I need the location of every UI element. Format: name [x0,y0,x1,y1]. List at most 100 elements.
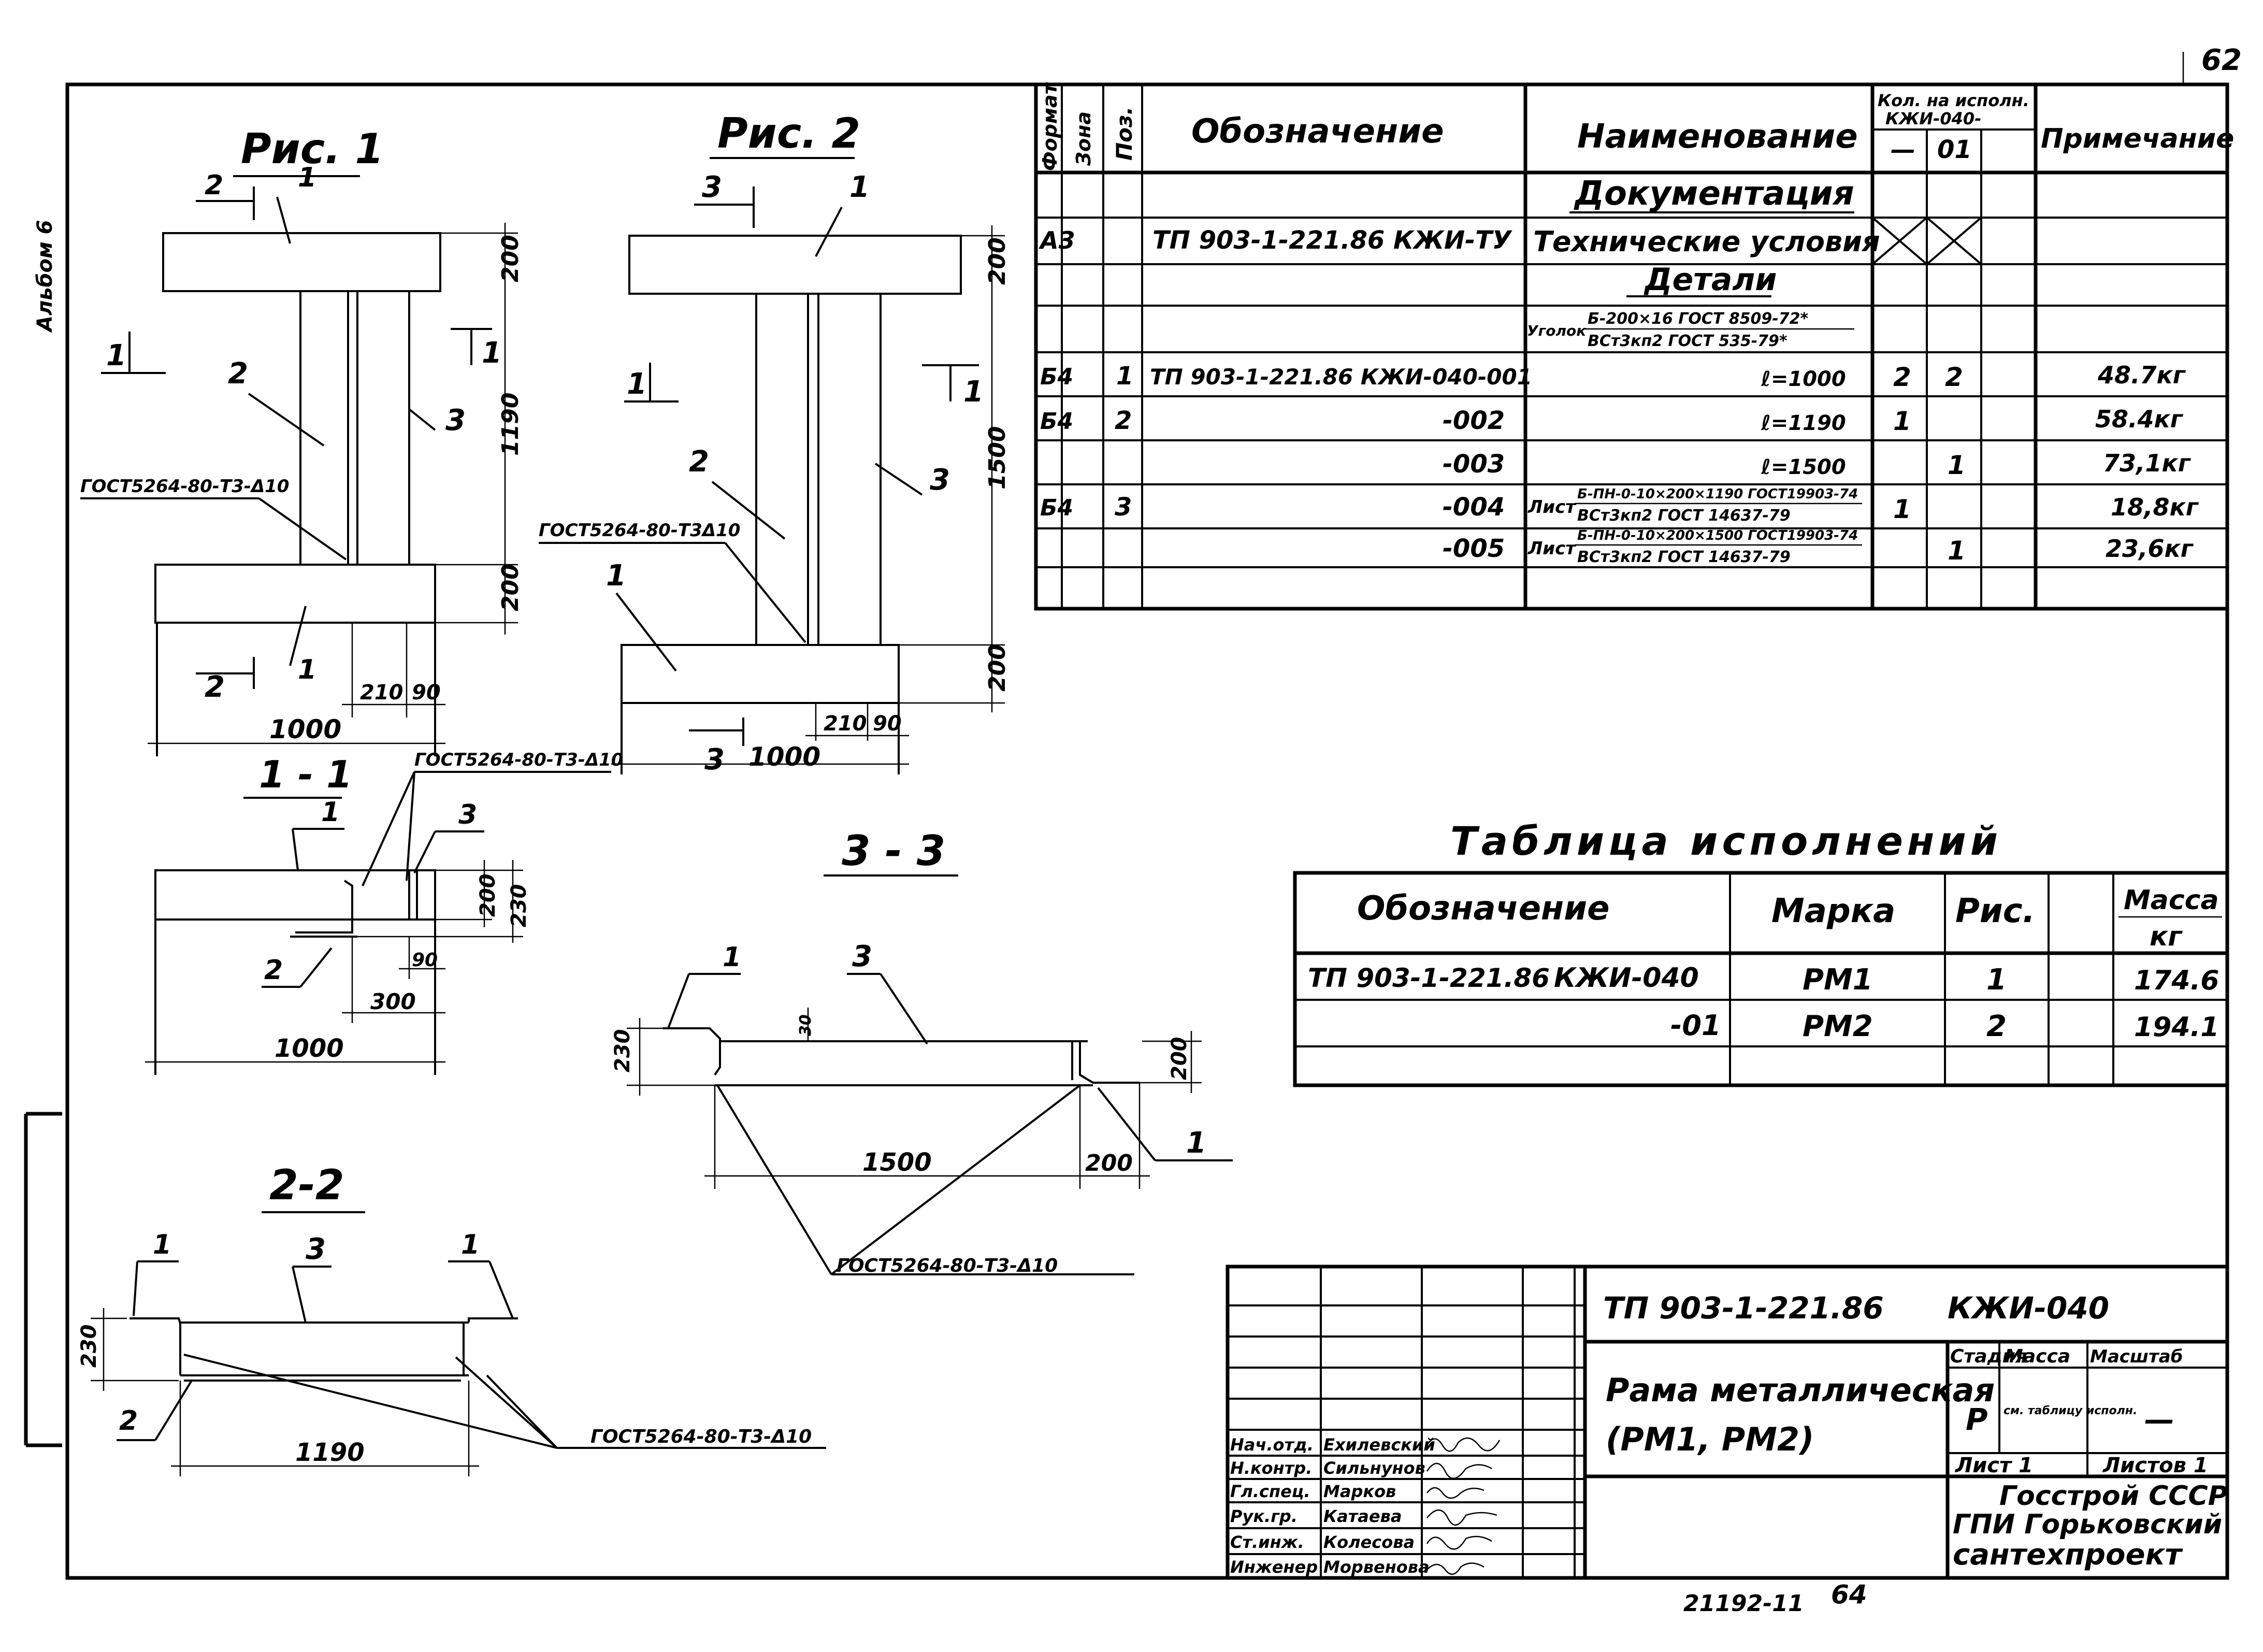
signature-2 [1426,1462,1492,1479]
exec-header-mass-top: Масса [2124,885,2219,916]
spec-r1-format: А3 [1039,226,1075,254]
spec-r7-prefix: Лист [1527,538,1577,559]
exec-header-fig: Рис. [1955,892,2035,930]
figure-1: Рис. 1 1000 210 90 200 1190 200 2 1 2 1 [80,125,524,756]
spec-r5-name: ℓ=1500 [1761,455,1846,479]
fig2-pos1-bottom: 1 [606,559,626,593]
sheet-number-top: 62 [2201,44,2242,77]
fig2-section-3-top: 3 [702,170,722,204]
spec-section-documentation: Документация [1574,175,1854,213]
tb-staff-role-6: Инженер [1230,1557,1318,1577]
tb-staff-role-4: Рук.гр. [1230,1506,1298,1526]
tb-staff-name-2: Сильнунов [1323,1458,1425,1478]
exec-row2-mass: 194.1 [2134,1012,2219,1043]
spec-r3-q2: 2 [1945,362,1963,392]
spec-header-qty-sub: КЖИ-040- [1885,109,1981,128]
spec-r7-designation: -005 [1443,534,1505,563]
tb-stage: Р [1966,1402,1988,1437]
spec-r4-name: ℓ=1190 [1761,411,1846,435]
signature-3 [1426,1487,1484,1499]
exec-row1-designation: ТП 903-1-221.86 [1308,963,1550,993]
exec-row2-code: -01 [1670,1009,1721,1042]
exec-header-mass-bottom: кг [2150,921,2183,952]
fig1-dim-width: 1000 [269,714,341,744]
signature-5 [1426,1535,1492,1550]
fig1-section-1-left: 1 [106,339,126,372]
tb-sheets: Листов 1 [2102,1454,2208,1477]
tb-code: ТП 903-1-221.86 [1603,1290,1884,1326]
spec-r4-pos: 2 [1115,406,1132,435]
sec11-dim-width: 1000 [275,1034,344,1063]
spec-r6-pos: 3 [1115,493,1132,522]
spec-r6-note: 18,8кг [2111,493,2199,521]
sec11-pos1: 1 [321,797,340,828]
fig1-pos1-top: 1 [298,162,316,193]
figure-2: Рис. 2 1000 210 90 200 1500 200 3 1 3 1 [539,109,1011,777]
fig1-section-2-bottom: 2 [205,670,225,704]
sec22-pos3: 3 [306,1232,326,1266]
spec-r4-note: 58.4кг [2095,405,2184,433]
fig1-pos3: 3 [445,404,466,437]
section-1-1: 1 - 1 1 3 2 ГОСТ5264-80-Т3-Δ10 200 230 9… [145,750,623,1075]
spec-header-designation: Обозначение [1191,112,1444,151]
left-margin-text: Альбом 6 [33,220,57,333]
sec11-dim-90: 90 [412,950,438,971]
spec-header-pos: Поз. [1112,107,1137,161]
tb-staff-name-6: Морвенова [1323,1557,1430,1577]
spec-r3-pos: 1 [1116,362,1133,391]
sec22-dim-len: 1190 [295,1438,365,1467]
sec11-dim-h2: 230 [507,884,531,928]
sec22-dim-230: 230 [77,1325,101,1368]
section-1-1-title: 1 - 1 [259,753,352,796]
section-3-3-title: 3 - 3 [842,827,945,875]
spec-r4-format: Б4 [1040,408,1073,435]
tb-stage-label: Стадия [1950,1346,2027,1367]
section-3-3: 3 - 3 1 3 1 230 30 200 1500 200 ГО [611,827,1233,1276]
tb-mass-label: Масса [2005,1346,2070,1367]
sec33-weld: ГОСТ5264-80-Т3-Δ10 [837,1255,1058,1276]
tb-staff-name-1: Ехилевский [1323,1435,1435,1455]
fig2-dim-bottom: 200 [984,644,1011,692]
tb-staff-role-1: Нач.отд. [1230,1435,1314,1455]
spec-header-format: Формат [1039,82,1061,171]
bottom-code: 21192-11 [1683,1590,1804,1617]
exec-row1-code: КЖИ-040 [1554,963,1699,994]
tb-staff-name-5: Колесова [1323,1532,1415,1552]
sec33-dim-len: 1500 [862,1148,932,1177]
fig2-dim-a: 210 [824,712,867,736]
spec-r2-prefix: Уголок [1527,322,1587,339]
tb-name-line2: (РМ1, РМ2) [1606,1420,1814,1458]
sec11-dim-h1: 200 [476,874,500,917]
fig1-dim-top: 200 [497,235,524,282]
sec22-pos1-left: 1 [153,1229,171,1260]
bottom-page: 64 [1831,1579,1867,1610]
spec-header-qty-title: Кол. на исполн. [1878,91,2029,110]
sec22-pos1-right: 1 [461,1229,480,1260]
spec-r3-q1: 2 [1893,362,1911,392]
spec-r1-name: Технические условия [1533,225,1880,258]
sec33-pos1-left: 1 [723,942,741,973]
spec-r7-name-bottom: ВСт3кп2 ГОСТ 14637-79 [1577,548,1791,566]
fig1-dim-middle: 1190 [497,393,524,456]
fig1-weld: ГОСТ5264-80-Т3-Δ10 [80,476,289,497]
spec-header-zone: Зона [1072,111,1095,166]
spec-r6-name-top: Б-ПН-0-10×200×1190 ГОСТ19903-74 [1577,486,1858,502]
exec-row1-mass: 174.6 [2134,965,2219,996]
sec11-pos2: 2 [264,955,283,986]
fig2-section-1-left: 1 [627,367,647,401]
tb-staff-role-5: Ст.инж. [1230,1532,1304,1552]
spec-r4-q1: 1 [1893,406,1911,436]
tb-scale: — [2144,1402,2174,1437]
fig1-section-2-top: 2 [205,170,223,201]
spec-r3-note: 48.7кг [2097,361,2186,389]
exec-row1-fig: 1 [1986,963,2007,997]
fig2-section-3-bottom: 3 [704,743,725,777]
tb-staff-role-3: Гл.спец. [1230,1482,1310,1501]
spec-header-name: Наименование [1577,118,1858,156]
sec33-dim-200b: 200 [1085,1150,1133,1176]
signature-6 [1426,1562,1484,1575]
sec33-pos1-right: 1 [1186,1126,1206,1160]
fig2-pos1-top: 1 [849,170,870,204]
exec-table-title: Таблица исполнений [1450,818,2002,864]
tb-staff-name-4: Катаева [1323,1506,1402,1526]
